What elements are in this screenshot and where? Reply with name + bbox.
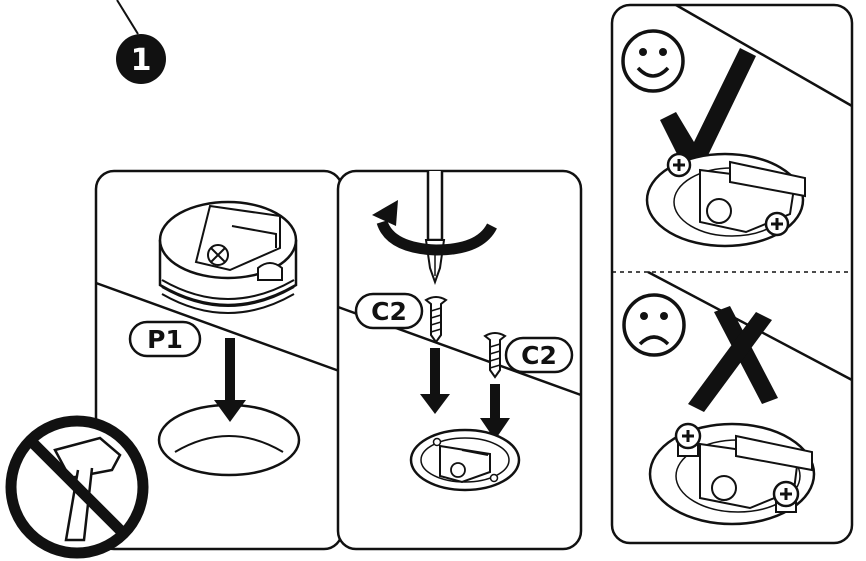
- panel-correct-vs-wrong: [610, 3, 854, 545]
- correct-example: [621, 3, 853, 248]
- part-label-c2-right: C2: [504, 336, 574, 374]
- c2-right-label-text: C2: [521, 341, 557, 370]
- no-hammer-sign: [5, 415, 149, 559]
- screw-arrow-right: [480, 384, 510, 440]
- sad-face-icon: [622, 293, 686, 357]
- cross-mark-icon: [688, 306, 778, 412]
- part-label-p1: P1: [128, 320, 202, 358]
- screw-c2-right: [483, 332, 507, 379]
- rotate-clockwise-icon: [372, 200, 497, 256]
- insert-arrow: [214, 338, 246, 422]
- panel-insert-fitting: P1: [94, 169, 344, 551]
- fitting-flush-screws: [645, 152, 806, 248]
- wrong-example: [622, 270, 853, 526]
- c2-left-label-text: C2: [371, 297, 407, 326]
- screw-arrow-left: [420, 348, 450, 414]
- screw-c2-left: [424, 296, 448, 344]
- checkmark-icon: [660, 48, 756, 172]
- fitting-raised-screws: [648, 422, 816, 526]
- part-label-c2-left: C2: [354, 292, 424, 330]
- cam-fitting-p1: [158, 200, 298, 314]
- step-indicator: 1: [116, 0, 166, 84]
- p1-label-text: P1: [147, 325, 183, 354]
- happy-face-icon: [621, 29, 685, 93]
- installed-fitting-top-view: [409, 428, 521, 492]
- screwdriver-icon: [424, 171, 446, 285]
- panel-screw-fitting: C2 C2: [336, 169, 583, 551]
- step-number: 1: [131, 43, 152, 78]
